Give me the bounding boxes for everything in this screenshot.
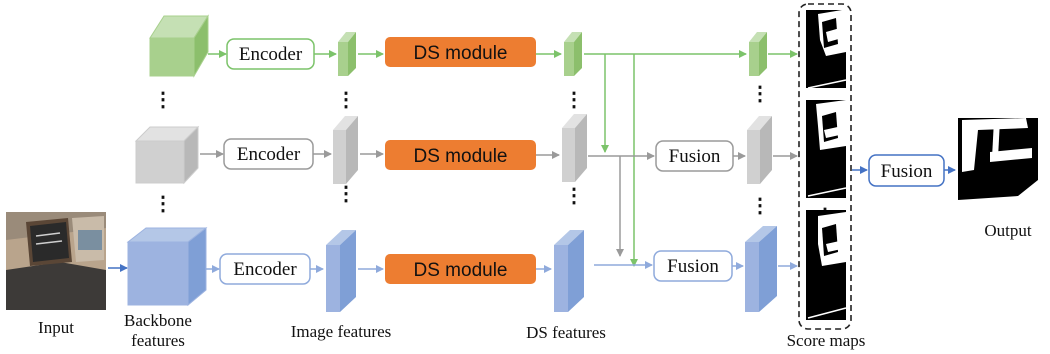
encoder-box-green: Encoder [226,38,315,70]
score-maps-label: Score maps [787,331,866,350]
ds-feature-blue [554,230,584,312]
encoder-label-green: Encoder [239,44,303,65]
fusion-label-gray: Fusion [669,146,721,167]
fused-feature-gray [747,116,772,184]
backbone-cube-gray [134,125,200,185]
ds-module-label-blue: DS module [414,260,508,281]
fusion-box-final: Fusion [868,154,945,187]
ellipsis-backbone-2: ⋮ [153,193,173,215]
encoder-box-gray: Encoder [223,138,314,170]
ellipsis-ds-2: ⋮ [564,185,584,207]
ellipsis-fused-2: ⋮ [750,195,770,217]
ds-module-gray: DS module [385,140,536,170]
ds-module-blue: DS module [385,254,536,284]
score-map-1 [806,10,847,89]
image-feature-blue [326,230,356,312]
fusion-box-blue: Fusion [653,250,733,282]
fusion-label-final: Fusion [881,161,933,182]
score-maps-group: ⋮ ⋮ [798,3,852,330]
ds-module-label-gray: DS module [414,146,508,167]
backbone-label-line1: Backbone [124,311,192,330]
ds-features-label: DS features [526,323,606,342]
image-feature-green [338,32,356,76]
input-image [6,212,106,310]
score-map-3 [806,210,847,320]
image-features-label: Image features [291,322,392,341]
ds-feature-green [564,32,582,76]
ellipsis-image-1: ⋮ [336,89,356,111]
score-maps-frame [798,3,852,330]
fusion-label-blue: Fusion [667,256,719,277]
output-image [958,118,1038,216]
score-map-2 [806,100,847,198]
fused-feature-green [749,32,767,76]
fused-feature-blue [745,226,777,312]
ellipsis-fused-1: ⋮ [750,83,770,105]
encoder-box-blue: Encoder [219,253,311,285]
ds-module-green: DS module [385,37,536,67]
output-label: Output [984,221,1032,240]
backbone-label-line2: features [131,331,185,350]
backbone-cube-green [149,14,209,78]
ellipsis-ds-1: ⋮ [564,89,584,111]
encoder-label-gray: Encoder [237,144,301,165]
encoder-label-blue: Encoder [233,259,297,280]
ds-feature-gray [562,114,587,182]
fusion-box-gray: Fusion [655,140,734,172]
input-label: Input [38,318,74,337]
ellipsis-image-2: ⋮ [336,183,356,205]
image-feature-gray [333,116,358,184]
ds-module-label-green: DS module [414,43,508,64]
backbone-cube-blue [126,226,208,307]
ellipsis-backbone-1: ⋮ [153,89,173,111]
